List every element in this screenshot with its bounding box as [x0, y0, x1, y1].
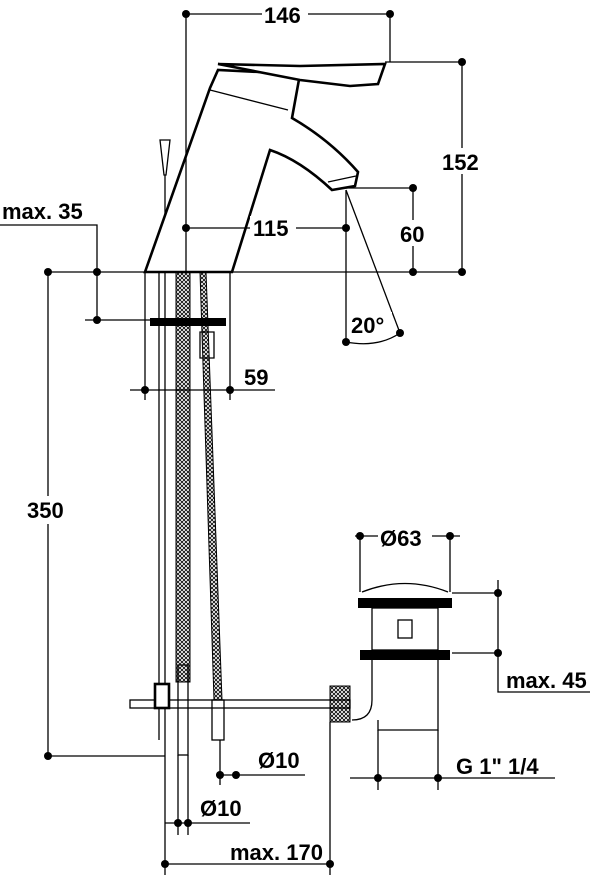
- dim-59: 59: [244, 365, 268, 390]
- dim-146: 146: [264, 3, 301, 28]
- dim-60: 60: [400, 222, 424, 247]
- dim-152: 152: [442, 150, 479, 175]
- pop-up-rod: [159, 139, 171, 215]
- lever-handle: [217, 62, 387, 88]
- under-deck-assembly: [129, 271, 351, 756]
- faucet-body: [143, 62, 387, 274]
- dim-20-degrees: 20°: [351, 313, 384, 338]
- dim-max-35: max. 35: [2, 199, 83, 224]
- dim-hose-diameter-2: Ø10: [200, 796, 242, 821]
- dim-350: 350: [27, 498, 64, 523]
- dim-hose-diameter-1: Ø10: [258, 748, 300, 773]
- dim-waste-diameter: Ø63: [380, 526, 422, 551]
- waste-valve: [351, 582, 452, 731]
- dim-max-45: max. 45: [506, 668, 587, 693]
- dim-max-170: max. 170: [230, 840, 323, 865]
- dim-thread: G 1" 1/4: [456, 754, 539, 779]
- dimension-labels: 146 152 max. 35 115 60 20° 59 350 Ø63 ma…: [2, 3, 587, 865]
- dimension-dots: [44, 10, 502, 868]
- dim-115: 115: [253, 216, 289, 241]
